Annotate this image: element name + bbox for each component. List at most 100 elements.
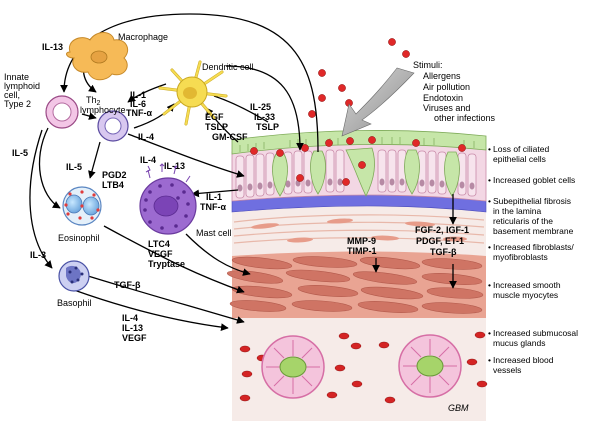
submucosal-gland-left: [261, 335, 325, 399]
dendritic-cell: Dendritic cell: [158, 60, 254, 126]
outcome-item: • Loss of ciliated epithelial cells: [488, 144, 549, 164]
outcome-item: • Increased submucosal mucus glands: [488, 328, 578, 348]
il5-left-label: IL-5: [12, 148, 28, 158]
macrophage-label: Macrophage: [118, 32, 168, 42]
svg-text:•: •: [488, 355, 491, 365]
svg-text:reticularis of the: reticularis of the: [493, 216, 553, 226]
basophil-product-label: IL-4: [122, 313, 138, 323]
outcome-list: • Loss of ciliated epithelial cells • In…: [488, 144, 578, 375]
svg-text:mucus glands: mucus glands: [493, 338, 545, 348]
innate-label: lymphoid: [4, 81, 40, 91]
svg-text:Increased smooth: Increased smooth: [493, 280, 561, 290]
svg-text:basement membrane: basement membrane: [493, 226, 574, 236]
outcome-item: • Increased goblet cells: [488, 175, 575, 185]
svg-text:Increased blood: Increased blood: [493, 355, 554, 365]
svg-text:epithelial cells: epithelial cells: [493, 154, 546, 164]
basophil-label: Basophil: [57, 298, 92, 308]
artist-signature: GBM: [448, 403, 469, 413]
svg-text:vessels: vessels: [493, 365, 521, 375]
stimulus-item: Allergens: [423, 71, 461, 81]
tnfa-label: TNF-α: [200, 202, 226, 212]
mast-cell: Mast cell: [139, 163, 232, 238]
pgd2-label: PGD2: [102, 170, 127, 180]
basophil-product-label: IL-13: [122, 323, 143, 333]
th2-lymphocyte-cell: Th2 lymphocyte: [80, 95, 129, 142]
stimulus-item: Viruses and: [423, 103, 470, 113]
il3-label: IL-3: [30, 250, 46, 260]
eosinophil-cell: Eosinophil: [58, 186, 102, 243]
svg-text:•: •: [488, 328, 491, 338]
il5-th2-label: IL-5: [66, 162, 82, 172]
ltb4-label: LTB4: [102, 180, 124, 190]
eosinophil-label: Eosinophil: [58, 233, 100, 243]
svg-text:myofibroblasts: myofibroblasts: [493, 252, 548, 262]
gmcsf-label: GM-CSF: [212, 132, 248, 142]
th2-label-line2: lymphocyte: [80, 105, 126, 115]
svg-text:Increased goblet cells: Increased goblet cells: [493, 175, 575, 185]
tslp-label: TSLP: [205, 122, 228, 132]
innate-label: cell,: [4, 90, 20, 100]
stimuli-label: Stimuli: Allergens Air pollution Endotox…: [413, 60, 496, 123]
svg-text:•: •: [488, 280, 491, 290]
svg-text:•: •: [488, 196, 491, 206]
svg-text:•: •: [488, 175, 491, 185]
innate-lymphoid-cell: Innate lymphoid cell, Type 2: [4, 72, 79, 129]
ltc4-label: LTC4: [148, 239, 170, 249]
svg-text:Loss of ciliated: Loss of ciliated: [493, 144, 549, 154]
vegf-label: VEGF: [148, 249, 173, 259]
svg-text:Subepithelial fibrosis: Subepithelial fibrosis: [493, 196, 571, 206]
svg-text:•: •: [488, 144, 491, 154]
stimulus-item: Endotoxin: [423, 93, 463, 103]
il4-label: IL-4: [140, 155, 156, 165]
svg-text:Increased fibroblasts/: Increased fibroblasts/: [493, 242, 574, 252]
tgfb-left-label: TGF-β: [114, 280, 141, 290]
stimulus-item: other infections: [434, 113, 496, 123]
fibroblasts: [251, 218, 467, 243]
th2-label: Th2: [86, 95, 101, 107]
outcome-item: • Increased fibroblasts/ myofibroblasts: [488, 242, 574, 262]
timp1-label: TIMP-1: [347, 246, 377, 256]
mediator-labels: IL-13 IL-5 IL-3 IL-1 IL-6 TNF-α IL-4 IL-…: [12, 42, 469, 343]
growth-factor-label: PDGF, ET-1: [416, 236, 464, 246]
stimuli-arrow: [341, 67, 415, 137]
allergen-particles-surface: [250, 136, 466, 186]
dc-cytokine-label: IL-1: [130, 90, 146, 100]
airborne-stimuli-particles: [308, 38, 410, 118]
egf-label: EGF: [205, 112, 224, 122]
svg-text:•: •: [488, 242, 491, 252]
il25-label: IL-25: [250, 102, 271, 112]
dendritic-label: Dendritic cell: [202, 62, 254, 72]
il13-mid-label: IL-13: [164, 161, 185, 171]
growth-factor-label: TGF-β: [430, 247, 457, 257]
basophil-cell: Basophil: [57, 260, 92, 308]
svg-text:in the lamina: in the lamina: [493, 206, 541, 216]
smooth-muscle-layer: [226, 251, 486, 318]
svg-text:Increased submucosal: Increased submucosal: [493, 328, 578, 338]
tslp2-label: TSLP: [256, 122, 279, 132]
blood-vessels: [239, 331, 488, 404]
basophil-product-label: VEGF: [122, 333, 147, 343]
dc-cytokine-label: IL-6: [130, 99, 146, 109]
growth-factor-label: FGF-2, IGF-1: [415, 225, 469, 235]
airway-epithelium: [231, 130, 487, 202]
macrophage-cell: Macrophage: [66, 32, 168, 81]
outcome-item: • Subepithelial fibrosis in the lamina r…: [488, 196, 574, 236]
stimuli-title: Stimuli:: [413, 60, 443, 70]
outcome-item: • Increased smooth muscle myocytes: [488, 280, 561, 300]
airway-tissue: [226, 130, 488, 421]
il13-label: IL-13: [42, 42, 63, 52]
stimulus-item: Air pollution: [423, 82, 470, 92]
il4-th2-label: IL-4: [138, 132, 154, 142]
tryptase-label: Tryptase: [148, 259, 185, 269]
mast-cell-label: Mast cell: [196, 228, 232, 238]
mmp9-label: MMP-9: [347, 236, 376, 246]
innate-label: Innate: [4, 72, 29, 82]
svg-text:muscle myocytes: muscle myocytes: [493, 290, 558, 300]
dc-cytokine-label: TNF-α: [126, 108, 152, 118]
submucosal-gland-right: [398, 334, 462, 398]
signaling-arrows: [29, 13, 457, 331]
outcome-item: • Increased blood vessels: [488, 355, 554, 375]
innate-label: Type 2: [4, 99, 31, 109]
